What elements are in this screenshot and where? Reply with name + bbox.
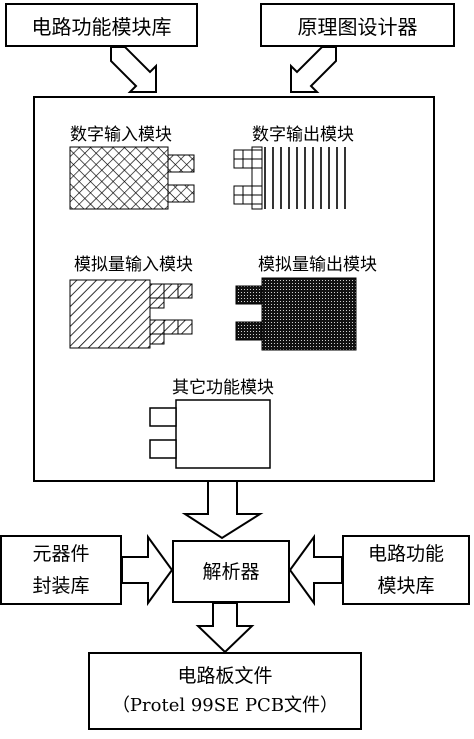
pcb-file-line1: 电路板文件 — [177, 665, 273, 687]
footprint-library-box: 元器件 封装库 — [0, 535, 122, 605]
circuit-module-library2-line2: 模块库 — [377, 575, 435, 597]
analog-output-module-graphic — [235, 277, 357, 351]
arrow-designer-to-panel — [290, 46, 337, 93]
footprint-library-line1: 元器件 — [32, 543, 90, 565]
analog-input-module-graphic — [69, 279, 193, 349]
arrow-footprint-to-parser — [121, 533, 174, 607]
circuit-module-library-label: 电路功能模块库 — [31, 14, 172, 39]
other-module-label: 其它功能模块 — [172, 378, 274, 398]
schematic-designer-label: 原理图设计器 — [297, 14, 418, 39]
circuit-module-library2-box: 电路功能 模块库 — [342, 535, 470, 605]
analog-input-module-label: 模拟量输入模块 — [74, 255, 193, 275]
pcb-file-box: 电路板文件 （Protel 99SE PCB文件） — [88, 652, 362, 730]
arrow-panel-to-parser — [181, 480, 264, 540]
footprint-library-line2: 封装库 — [32, 575, 90, 597]
analog-output-module-label: 模拟量输出模块 — [258, 255, 377, 275]
digital-output-module-graphic — [233, 146, 348, 210]
arrow-library-to-panel — [110, 46, 157, 93]
circuit-module-library-box: 电路功能模块库 — [5, 3, 198, 47]
digital-output-module-label: 数字输出模块 — [252, 125, 354, 145]
pcb-file-line2: （Protel 99SE PCB文件） — [111, 695, 339, 716]
circuit-module-library2-line1: 电路功能 — [367, 543, 444, 565]
digital-input-module-label: 数字输入模块 — [70, 125, 172, 145]
arrow-parser-to-output — [195, 602, 255, 654]
parser-label: 解析器 — [202, 560, 260, 583]
digital-input-module-graphic — [69, 146, 195, 210]
parser-box: 解析器 — [172, 540, 290, 603]
schematic-designer-box: 原理图设计器 — [260, 3, 455, 47]
other-module-graphic — [149, 399, 271, 469]
arrow-library2-to-parser — [288, 533, 343, 607]
